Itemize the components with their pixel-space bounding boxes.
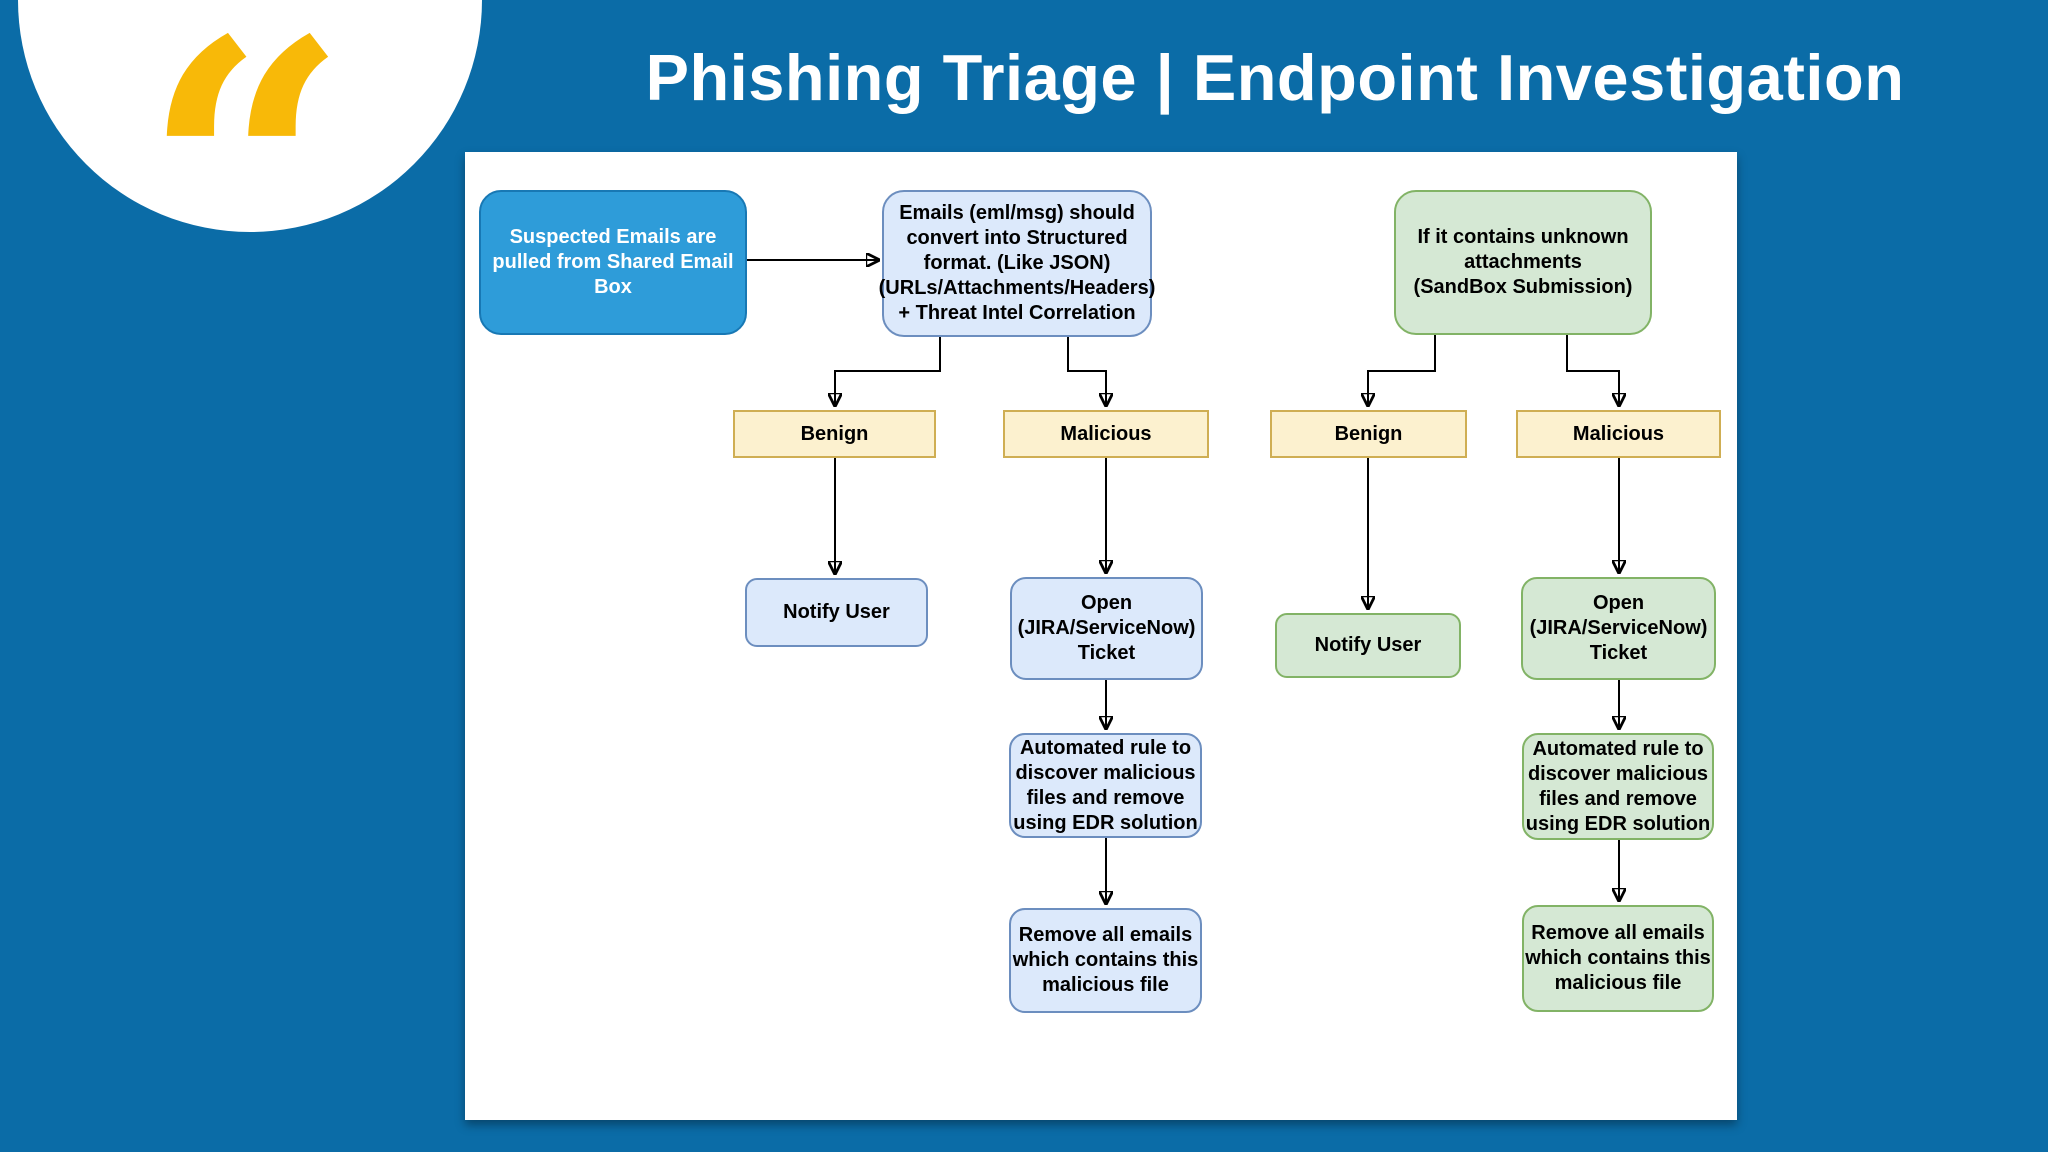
node-remove-emails-attachment: Remove all emails which contains this ma…: [1522, 905, 1714, 1012]
connector-lines: [747, 152, 1737, 1120]
diagram-panel: Suspected Emails are pulled from Shared …: [465, 152, 1737, 1120]
arrow-convert-to-malicious: [1067, 337, 1106, 404]
node-benign-email: Benign: [733, 410, 936, 458]
node-benign-attachment: Benign: [1270, 410, 1467, 458]
node-suspected-emails: Suspected Emails are pulled from Shared …: [479, 190, 747, 335]
arrow-convert-to-benign: [835, 337, 941, 404]
node-malicious-attachment: Malicious: [1516, 410, 1721, 458]
node-malicious-email: Malicious: [1003, 410, 1209, 458]
node-edr-rule-attachment: Automated rule to discover malicious fil…: [1522, 733, 1714, 840]
node-sandbox-submission: If it contains unknown attachments (Sand…: [1394, 190, 1652, 335]
node-notify-user-email: Notify User: [745, 578, 928, 647]
arrow-sandbox-to-benign: [1368, 335, 1436, 404]
node-open-ticket-email: Open (JIRA/ServiceNow) Ticket: [1010, 577, 1203, 680]
quote-icon: “: [142, 0, 350, 385]
node-convert-structured: Emails (eml/msg) should convert into Str…: [879, 190, 1155, 337]
node-open-ticket-attachment: Open (JIRA/ServiceNow) Ticket: [1521, 577, 1716, 680]
node-edr-rule-email: Automated rule to discover malicious fil…: [1009, 733, 1202, 838]
page-title: Phishing Triage | Endpoint Investigation: [645, 41, 1905, 114]
arrow-sandbox-to-malicious: [1566, 335, 1619, 404]
node-notify-user-attachment: Notify User: [1275, 613, 1461, 678]
node-remove-emails-email: Remove all emails which contains this ma…: [1009, 908, 1202, 1013]
